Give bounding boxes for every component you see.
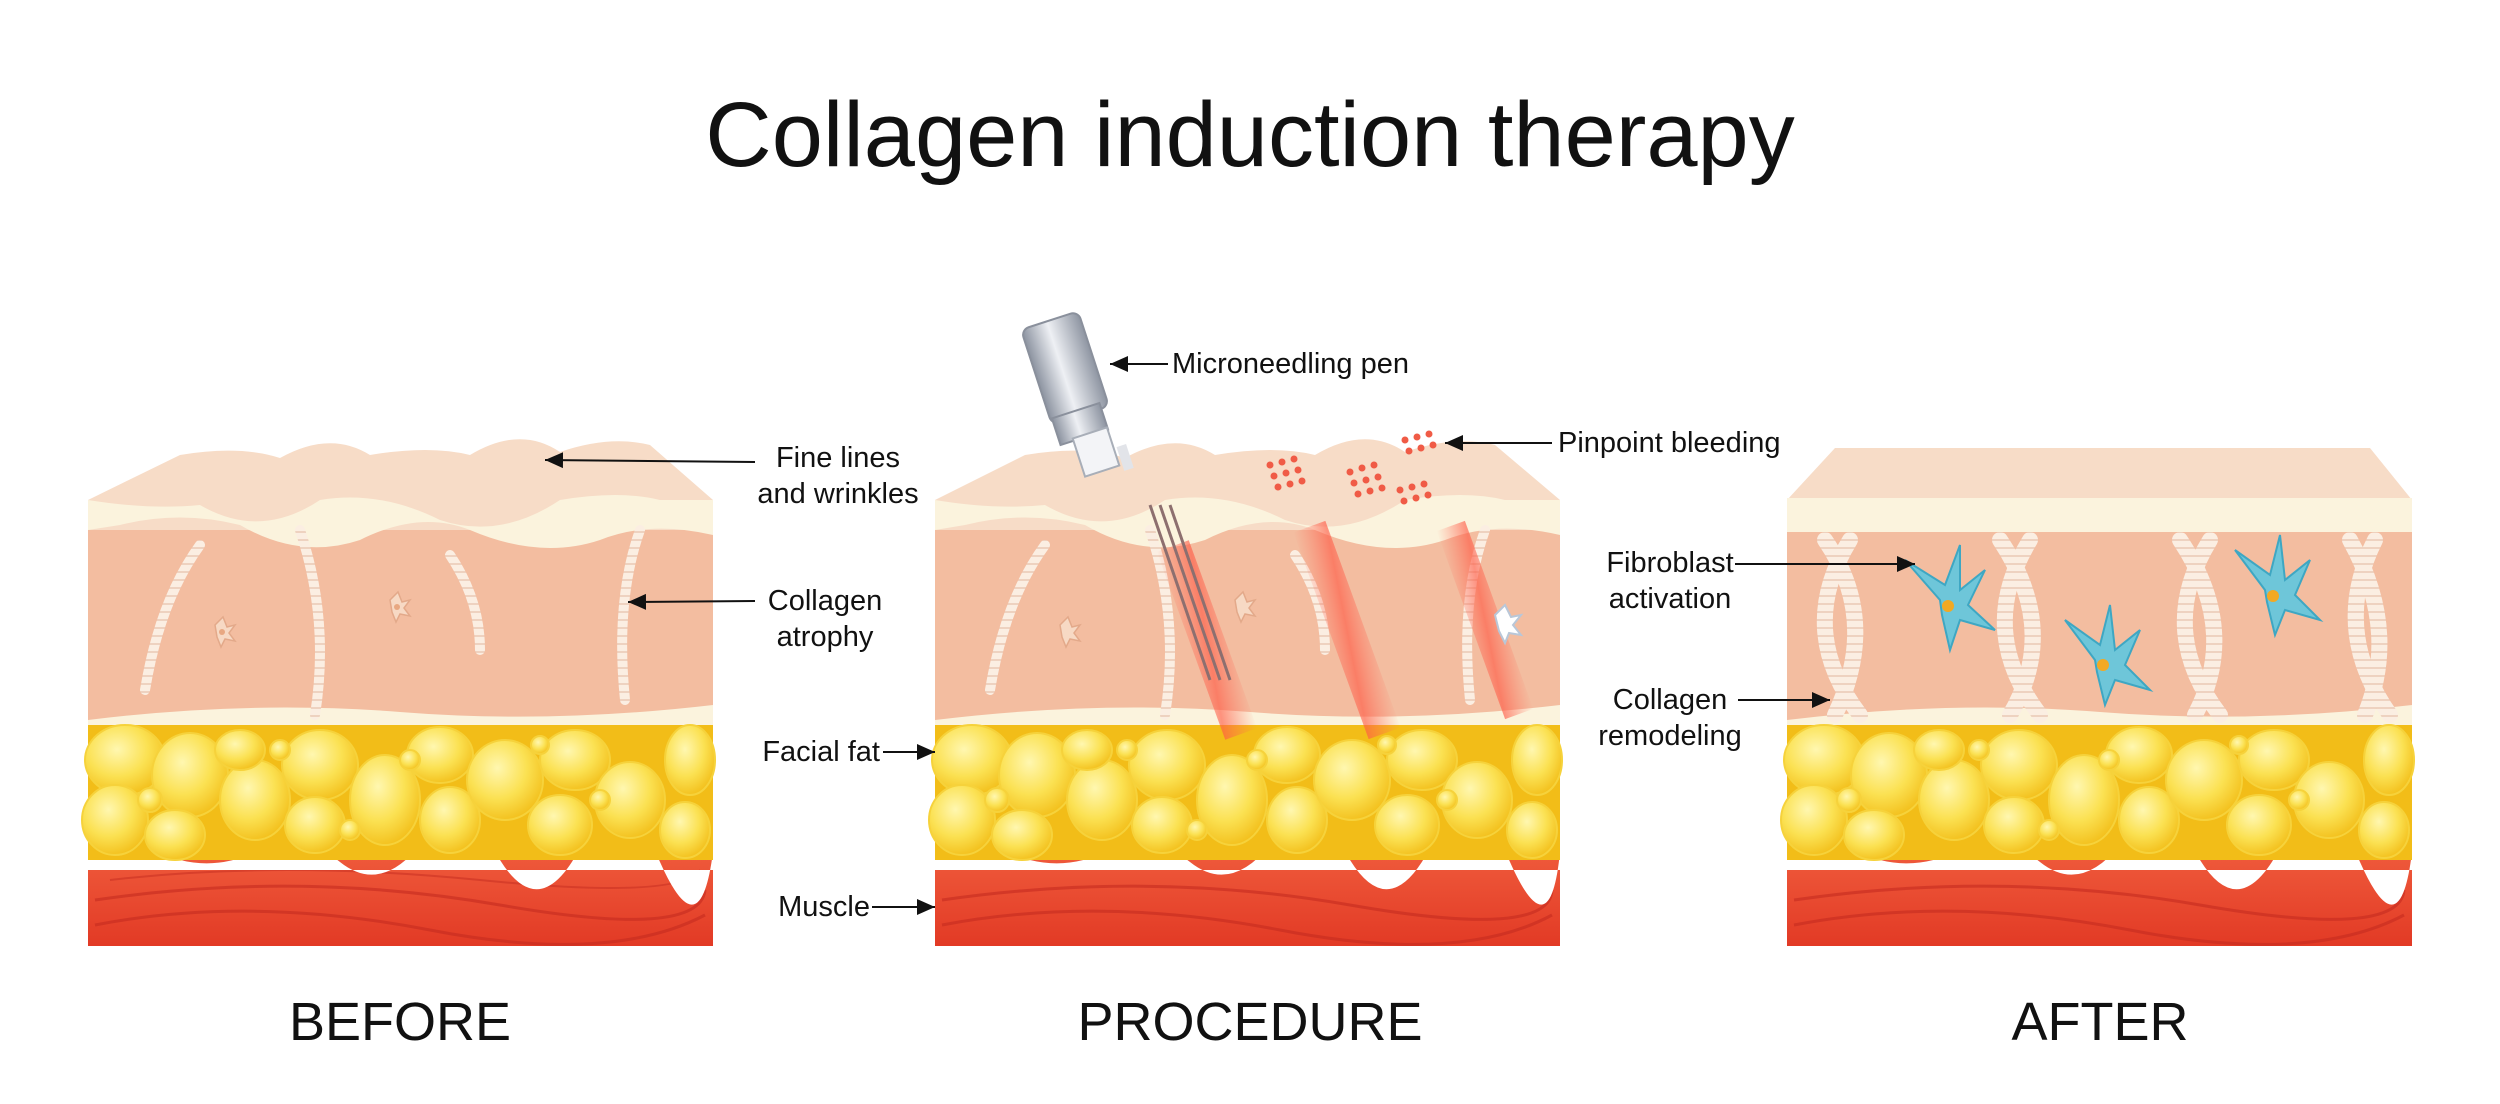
fibroblast-cells	[1904, 534, 2324, 709]
epidermis-layer	[1787, 448, 2412, 500]
dermis-layer	[935, 530, 1560, 722]
dermis-layer	[1787, 530, 2412, 722]
label-pinpoint-bleeding: Pinpoint bleeding	[1558, 427, 1781, 459]
label-fine-lines: Fine lines and wrinkles	[757, 442, 919, 510]
microneedling-pen-illustration	[1022, 312, 1134, 478]
stage-before: BEFORE	[288, 992, 512, 1052]
page-title: Collagen induction therapy	[705, 84, 1795, 186]
needles	[1148, 504, 1232, 681]
label-facial-fat: Facial fat	[762, 736, 880, 768]
bleeding-dots	[1266, 430, 1437, 505]
dermis-layer	[88, 530, 713, 722]
panel-before	[81, 439, 716, 946]
label-muscle: Muscle	[778, 891, 870, 923]
label-collagen-remodeling: Collagen remodeling	[1598, 684, 1742, 752]
label-fibroblast-activation: Fibroblast activation	[1606, 547, 1734, 615]
leader-lines	[544, 356, 1915, 915]
panel-procedure	[928, 312, 1563, 946]
label-microneedling-pen: Microneedling pen	[1172, 348, 1409, 380]
stage-after: AFTER	[2011, 992, 2189, 1052]
stage-procedure: PROCEDURE	[1077, 992, 1423, 1052]
panel-after	[1780, 448, 2415, 946]
label-collagen-atrophy: Collagen atrophy	[767, 585, 883, 653]
